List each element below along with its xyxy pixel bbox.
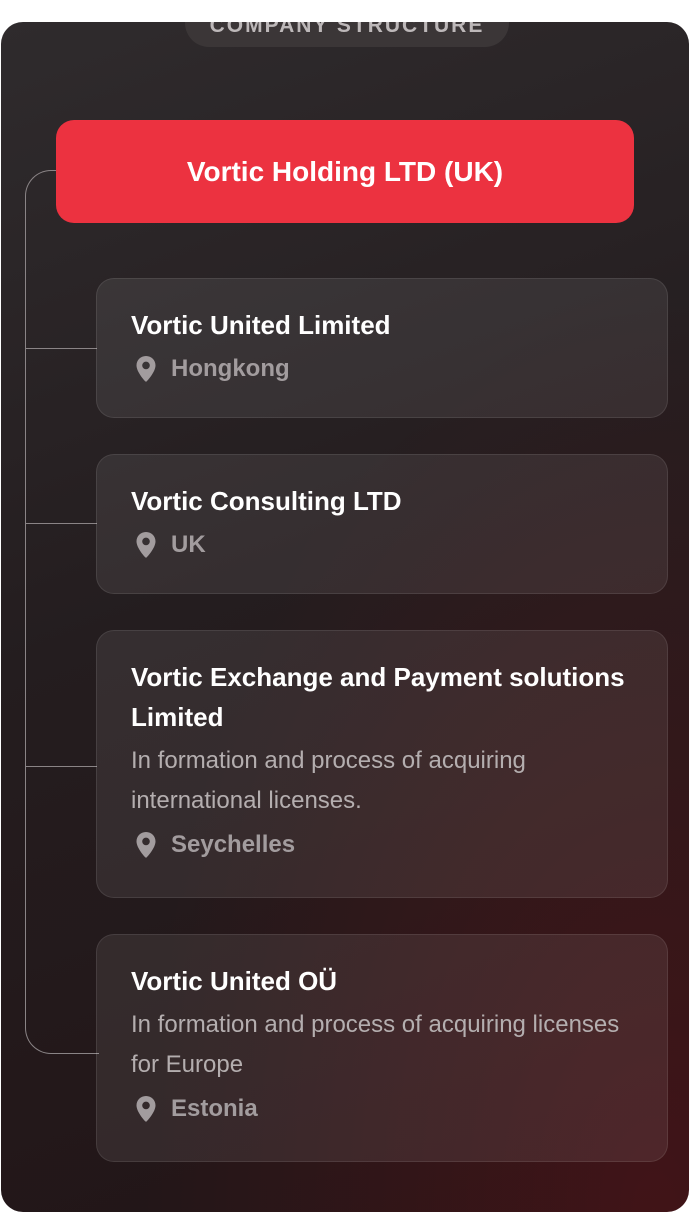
company-name: Vortic United Limited <box>131 310 391 340</box>
company-location: Seychelles <box>131 829 633 861</box>
tree-connector-line <box>25 170 99 1054</box>
location-label: Estonia <box>171 1095 258 1122</box>
company-card: Vortic United OÜ In formation and proces… <box>96 934 668 1162</box>
company-card: Vortic Exchange and Payment solutions Li… <box>96 630 668 898</box>
map-pin-icon <box>136 356 156 382</box>
root-company-node: Vortic Holding LTD (UK) <box>56 120 634 223</box>
company-location: UK <box>131 529 633 561</box>
location-label: Seychelles <box>171 831 296 858</box>
company-card: Vortic Consulting LTD UK <box>96 454 668 594</box>
company-description: In formation and process of acquiring li… <box>131 1011 620 1078</box>
tree-branch-3 <box>26 766 97 767</box>
company-name: Vortic Exchange and Payment solutions Li… <box>131 662 625 732</box>
company-name: Vortic United OÜ <box>131 966 338 996</box>
location-label: Hongkong <box>171 355 290 382</box>
company-location: Estonia <box>131 1093 633 1125</box>
section-title: COMPANY STRUCTURE <box>185 22 509 47</box>
location-label: UK <box>171 531 206 558</box>
company-structure-panel: COMPANY STRUCTURE Vortic Holding LTD (UK… <box>1 22 689 1212</box>
company-location: Hongkong <box>131 353 633 385</box>
map-pin-icon <box>136 532 156 558</box>
tree-branch-2 <box>26 523 97 524</box>
company-name: Vortic Consulting LTD <box>131 486 402 516</box>
company-card: Vortic United Limited Hongkong <box>96 278 668 418</box>
company-description: In formation and process of acquiring in… <box>131 747 526 814</box>
map-pin-icon <box>136 832 156 858</box>
tree-branch-1 <box>26 348 97 349</box>
map-pin-icon <box>136 1096 156 1122</box>
